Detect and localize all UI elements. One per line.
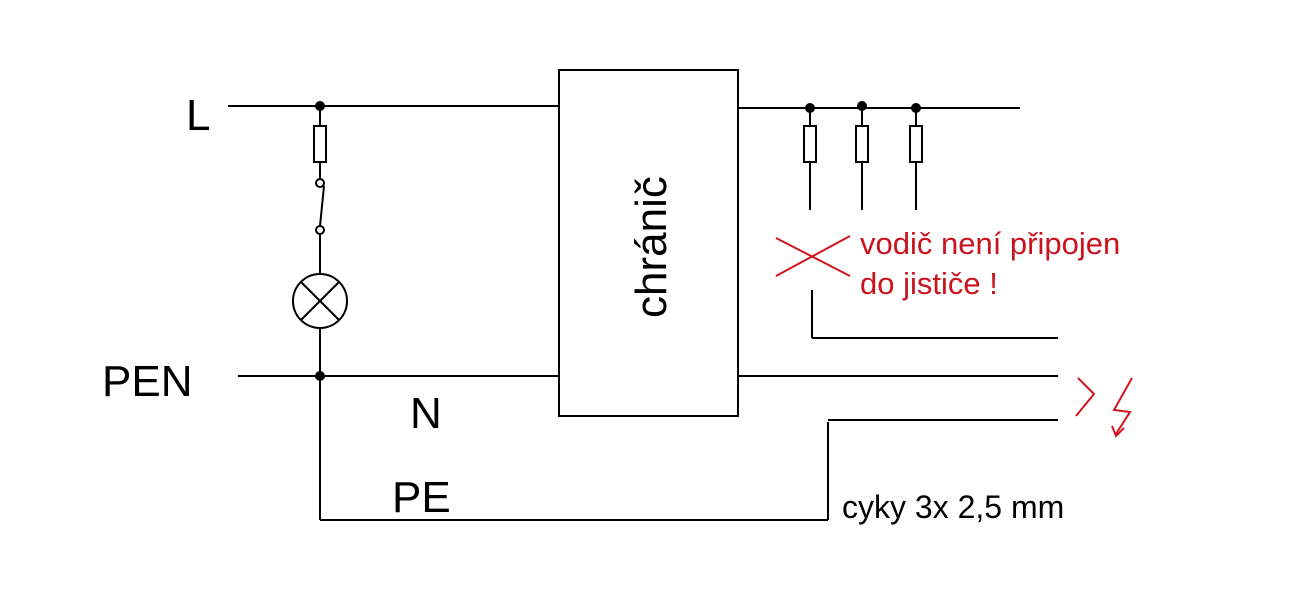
switch-contact-bottom xyxy=(315,225,325,235)
cross-mark-icon xyxy=(775,235,851,277)
switch-contact-top xyxy=(315,178,325,188)
fuse-branch-2 xyxy=(855,106,869,210)
warning-line-1: vodič není připojen xyxy=(860,226,1120,261)
lamp-cross-icon xyxy=(292,273,348,329)
label-n: N xyxy=(410,389,442,438)
lightning-icon xyxy=(1075,377,1133,438)
label-pe: PE xyxy=(392,473,451,522)
junction-dot xyxy=(315,101,325,111)
warning-line-2: do jističe ! xyxy=(860,266,998,301)
junction-dot xyxy=(315,371,325,381)
fuse-branch-1 xyxy=(803,108,817,210)
fuse-branch-3 xyxy=(909,108,923,210)
label-rcd: chránič xyxy=(627,176,676,318)
label-pen: PEN xyxy=(102,357,192,406)
fuse-left xyxy=(313,125,327,163)
switch-blade xyxy=(319,185,325,227)
rcd-box xyxy=(558,69,739,417)
label-l: L xyxy=(186,91,210,140)
cable-label: cyky 3x 2,5 mm xyxy=(842,489,1064,525)
